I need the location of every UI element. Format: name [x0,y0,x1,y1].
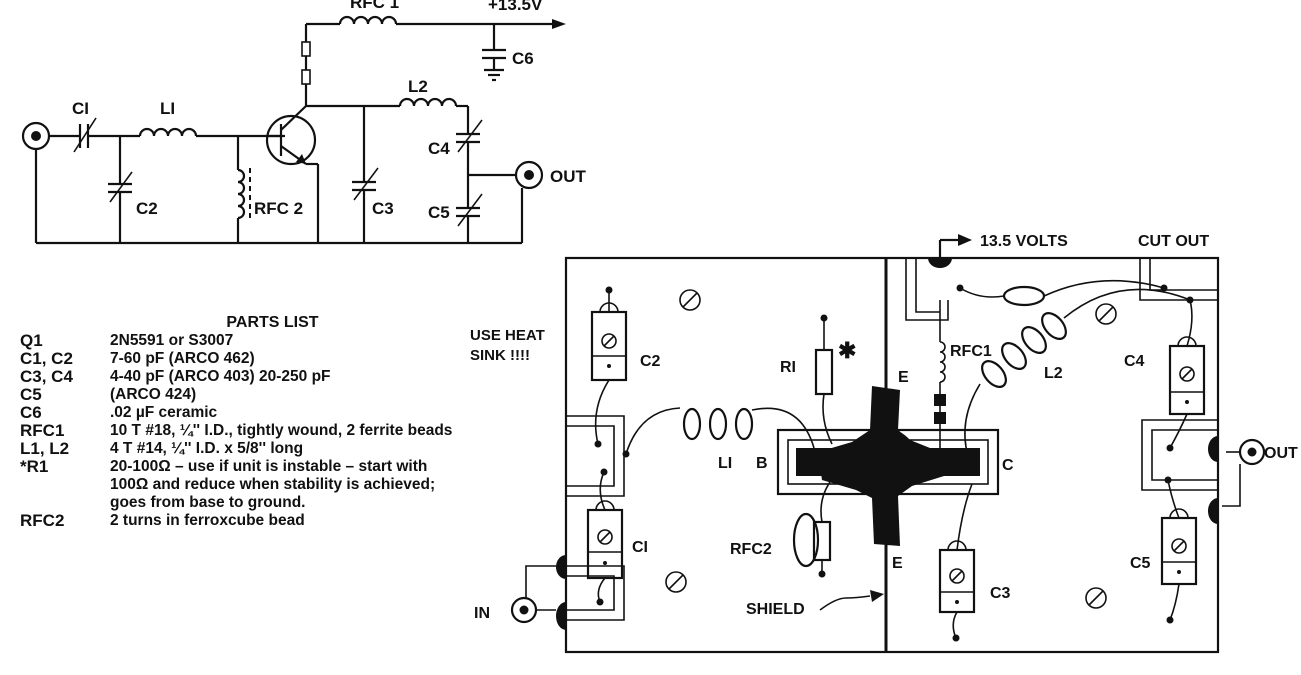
layout-label-heatsink-1: USE HEAT [470,327,545,344]
layout-label-shield: SHIELD [746,601,805,618]
layout-label-heatsink-2: SINK !!!! [470,347,530,364]
schematic-label-c4: C4 [428,139,450,158]
layout-label-rfc1: RFC1 [950,343,992,360]
layout-label-cutout: CUT OUT [1138,233,1209,250]
part-ref: RFC2 [20,511,65,530]
parts-list: PARTS LIST Q1 2N5591 or S3007 C1, C2 7-60 … [20,314,465,530]
parts-row: RFC2 2 turns in ferroxcube bead [20,512,465,530]
schematic-label-rfc1: RFC 1 [350,0,399,12]
part-desc: 10 T #18, ¼'' I.D., tightly wound, 2 fer… [110,422,453,439]
parts-row: C5 (ARCO 424) [20,386,465,404]
schematic-label-c1: CI [72,99,89,118]
layout-label-c5: C5 [1130,555,1151,572]
part-ref: L1, L2 [20,439,70,458]
schematic-label-rfc2: RFC 2 [254,199,303,218]
parts-list-title: PARTS LIST [226,314,319,331]
parts-row: L1, L2 4 T #14, ¼'' I.D. x 5/8'' long [20,440,465,458]
parts-row: C1, C2 7-60 pF (ARCO 462) [20,350,465,368]
part-ref: C5 [20,385,42,404]
part-desc: 7-60 pF (ARCO 462) [110,350,255,367]
layout-label-c2: C2 [640,353,661,370]
schematic-label-c3: C3 [372,199,394,218]
schematic: RFC 1 +13.5V C6 CI LI L2 C2 RFC 2 C3 C4 … [21,0,587,245]
part-ref: *R1 [20,457,49,476]
part-ref: C1, C2 [20,349,73,368]
layout-label-out: OUT [1264,445,1298,462]
part-desc: 4-40 pF (ARCO 403) 20-250 pF [110,368,331,385]
schematic-label-c2: C2 [136,199,158,218]
parts-row: RFC1 10 T #18, ¼'' I.D., tightly wound, 2… [20,422,465,440]
layout-label-l2: L2 [1044,365,1063,382]
layout-drawing: 13.5 VOLTS CUT OUT USE HEAT SINK !!!! C2… [470,233,1298,654]
parts-row: C3, C4 4-40 pF (ARCO 403) 20-250 pF [20,368,465,386]
parts-row: C6 .02 µF ceramic [20,404,465,422]
schematic-label-c5: C5 [428,203,450,222]
parts-row: *R1 20-100Ω – use if unit is instable – s… [20,458,465,512]
schematic-label-l2: L2 [408,77,428,96]
layout-label-e-top: E [898,369,909,386]
layout-label-c1: CI [632,539,648,556]
part-desc: 2 turns in ferroxcube bead [110,512,305,529]
part-ref: C3, C4 [20,367,73,386]
part-desc: 2N5591 or S3007 [110,332,234,349]
layout-label-c4: C4 [1124,353,1145,370]
part-desc: 20-100Ω – use if unit is instable – star… [110,458,436,511]
part-ref: RFC1 [20,421,65,440]
schematic-label-l1: LI [160,99,175,118]
layout-label-e-bottom: E [892,555,903,572]
part-ref: C6 [20,403,42,422]
part-desc: 4 T #14, ¼'' I.D. x 5/8'' long [110,440,304,457]
layout-label-r1: RI [780,359,796,376]
schematic-label-out: OUT [550,167,587,186]
layout-label-b: B [756,455,768,472]
layout-label-l1: LI [718,455,732,472]
parts-row: Q1 2N5591 or S3007 [20,332,465,350]
layout-label-volts: 13.5 VOLTS [980,233,1068,250]
schematic-label-c6: C6 [512,49,534,68]
part-ref: Q1 [20,331,43,350]
layout-label-in: IN [474,605,490,622]
part-desc: .02 µF ceramic [110,404,218,421]
layout-label-rfc2: RFC2 [730,541,772,558]
schematic-label-voltage: +13.5V [488,0,543,14]
part-desc: (ARCO 424) [110,386,197,403]
layout-label-star: ✱ [838,338,856,363]
layout-label-c3: C3 [990,585,1011,602]
layout-label-c: C [1002,457,1014,474]
